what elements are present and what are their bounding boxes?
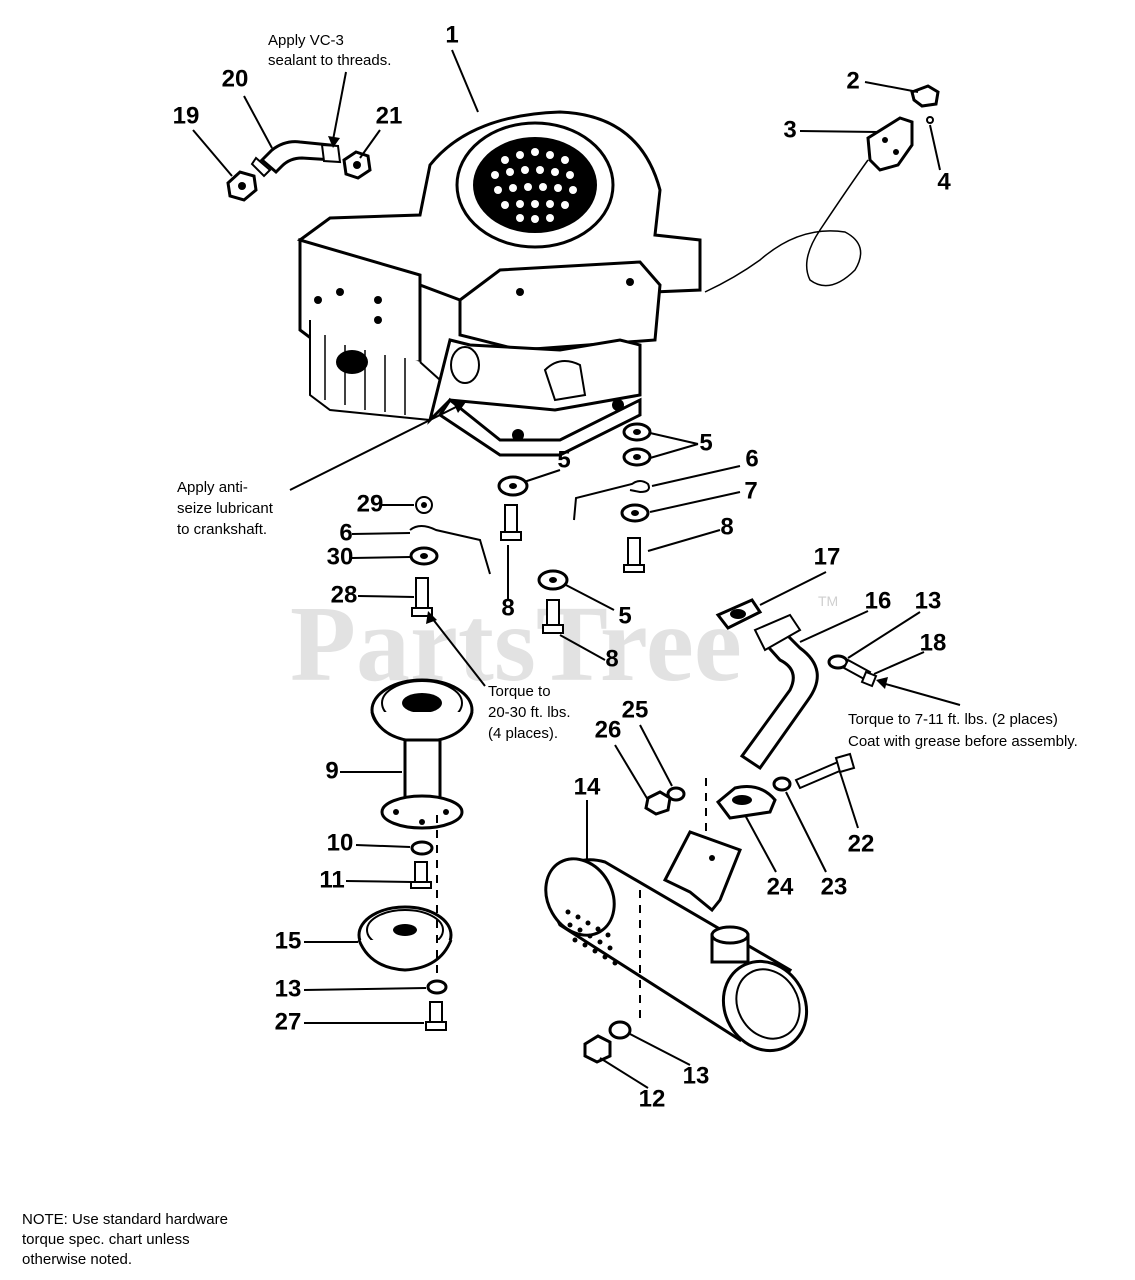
note-antiseize-line-2: seize lubricant <box>177 500 274 517</box>
note-torque-20-30-line-3: (4 places). <box>488 725 558 742</box>
muffler <box>544 830 809 1064</box>
note-antiseize-line-1: Apply anti- <box>177 479 248 496</box>
leader-lines <box>192 49 961 1089</box>
note-torque-20-30-line-2: 20-30 ft. lbs. <box>488 704 571 721</box>
mounting-hardware <box>409 422 652 634</box>
note-standard-hardware-line-3: otherwise noted. <box>22 1251 132 1268</box>
callout-10: 10 <box>327 829 354 856</box>
note-torque-7-11-line-2: Coat with grease before assembly. <box>848 733 1078 750</box>
note-vc3-line-2: sealant to threads. <box>268 52 391 69</box>
watermark: PartsTree TM <box>290 585 838 704</box>
callout-5-lower: 5 <box>618 602 631 629</box>
callout-8-right: 8 <box>720 513 733 540</box>
callout-8-middle: 8 <box>501 594 514 621</box>
callout-2: 2 <box>846 67 859 94</box>
note-standard-hardware: NOTE: Use standard hardware torque spec.… <box>22 1211 228 1268</box>
control-bracket-parts <box>704 84 940 293</box>
callout-20: 20 <box>222 65 249 92</box>
fuel-line-parts <box>226 140 372 202</box>
callout-18: 18 <box>920 629 947 656</box>
note-antiseize: Apply anti- seize lubricant to crankshaf… <box>177 479 274 538</box>
callout-3: 3 <box>783 116 796 143</box>
callout-21: 21 <box>376 102 403 129</box>
callout-17: 17 <box>814 543 841 570</box>
callout-11: 11 <box>319 866 344 893</box>
callout-1: 1 <box>445 21 458 48</box>
exhaust-parts <box>644 598 878 832</box>
callout-8-lower: 8 <box>605 645 618 672</box>
callout-25: 25 <box>622 696 649 723</box>
callout-26: 26 <box>595 716 622 743</box>
callout-5-middle: 5 <box>557 446 570 473</box>
note-antiseize-line-3: to crankshaft. <box>177 521 267 538</box>
callout-28: 28 <box>331 581 358 608</box>
callout-6-right: 6 <box>745 445 758 472</box>
watermark-tm: TM <box>818 593 838 609</box>
callout-5-right: 5 <box>699 429 712 456</box>
note-torque-20-30: Torque to 20-30 ft. lbs. (4 places). <box>488 683 571 742</box>
callout-12: 12 <box>639 1085 666 1112</box>
callout-23: 23 <box>821 873 848 900</box>
callout-16: 16 <box>865 587 892 614</box>
callout-13-pulley: 13 <box>275 975 302 1002</box>
callout-19: 19 <box>173 102 200 129</box>
callout-14: 14 <box>574 773 601 800</box>
note-torque-7-11-line-1: Torque to 7-11 ft. lbs. (2 places) <box>848 711 1058 728</box>
callout-13-exhaust: 13 <box>915 587 942 614</box>
note-vc3: Apply VC-3 sealant to threads. <box>268 32 391 69</box>
engine-drawing <box>296 110 702 457</box>
callout-27: 27 <box>275 1008 302 1035</box>
pulley-assembly <box>357 678 474 1031</box>
callout-7: 7 <box>744 477 757 504</box>
note-torque-7-11: Torque to 7-11 ft. lbs. (2 places) Coat … <box>848 711 1078 750</box>
callout-4: 4 <box>937 168 951 195</box>
callout-29: 29 <box>357 490 384 517</box>
callout-24: 24 <box>767 873 794 900</box>
callout-13-muffler: 13 <box>683 1062 710 1089</box>
callout-15: 15 <box>275 927 302 954</box>
note-vc3-line-1: Apply VC-3 <box>268 32 344 49</box>
callout-numbers: 1 2 3 4 19 20 21 5 5 5 6 6 7 8 8 8 29 30… <box>173 21 952 1112</box>
note-torque-20-30-line-1: Torque to <box>488 683 551 700</box>
callout-22: 22 <box>848 830 875 857</box>
callout-30: 30 <box>327 543 354 570</box>
note-standard-hardware-line-2: torque spec. chart unless <box>22 1231 190 1248</box>
note-standard-hardware-line-1: NOTE: Use standard hardware <box>22 1211 228 1228</box>
watermark-text: PartsTree <box>290 585 742 704</box>
callout-9: 9 <box>325 757 338 784</box>
callout-6-left: 6 <box>339 519 352 546</box>
